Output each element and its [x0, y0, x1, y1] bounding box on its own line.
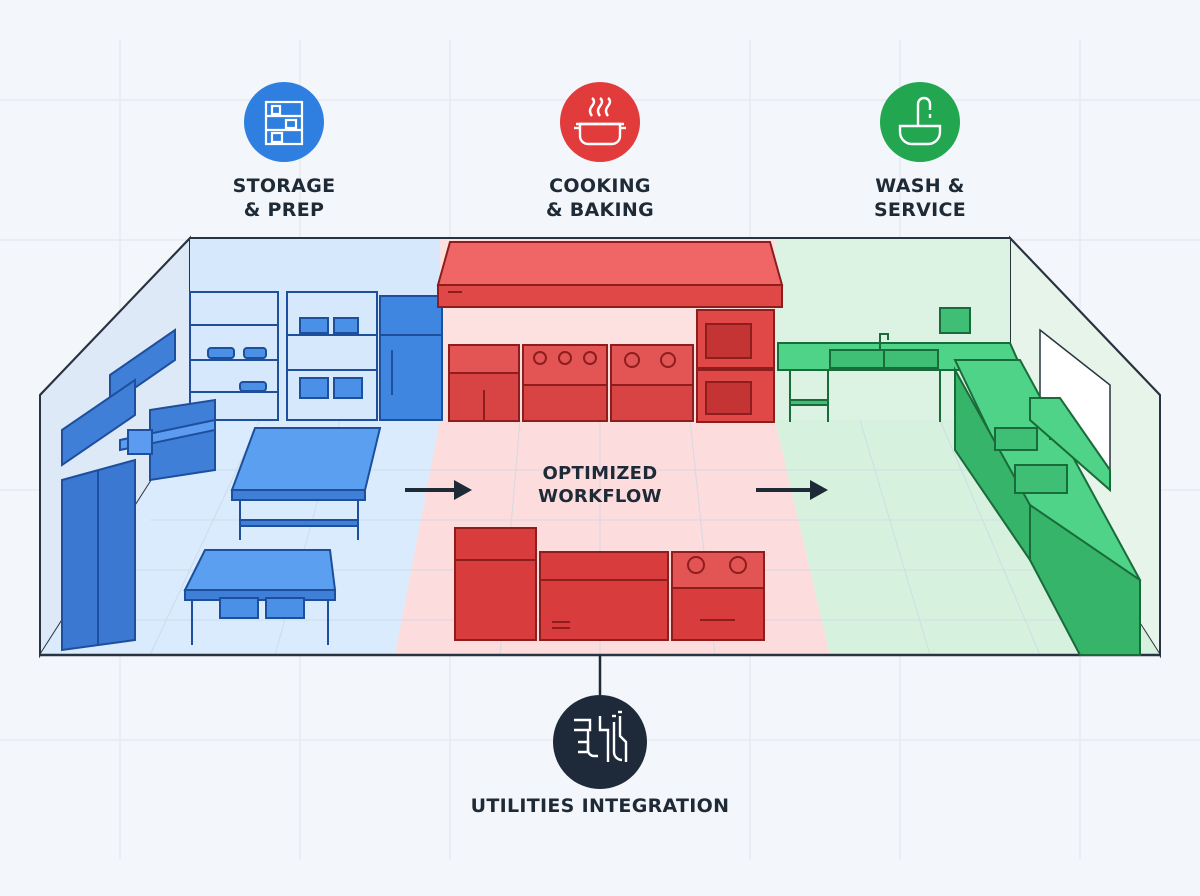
zone-label-cooking-line1: COOKING	[549, 175, 651, 197]
zone-label-storage: STORAGE & PREP	[184, 174, 384, 222]
utilities-label-text: UTILITIES INTEGRATION	[470, 795, 730, 817]
zone-label-wash-line1: WASH &	[875, 175, 965, 197]
utilities-label: UTILITIES INTEGRATION	[400, 794, 800, 818]
zone-label-storage-line1: STORAGE	[232, 175, 336, 197]
shelving-icon	[244, 82, 324, 162]
zone-label-cooking: COOKING & BAKING	[500, 174, 700, 222]
workflow-label: OPTIMIZED WORKFLOW	[505, 462, 695, 508]
cooking-equipment	[436, 241, 784, 641]
zone-label-wash: WASH & SERVICE	[820, 174, 1020, 222]
zone-label-cooking-line2: & BAKING	[545, 199, 655, 221]
storage-equipment	[61, 291, 443, 652]
zone-label-wash-line2: SERVICE	[873, 199, 967, 221]
sink-faucet-icon	[880, 82, 960, 162]
wash-equipment	[777, 307, 1142, 656]
workflow-arrows	[405, 480, 828, 500]
workflow-label-line1: OPTIMIZED	[542, 463, 658, 484]
workflow-label-line2: WORKFLOW	[538, 486, 662, 507]
cooking-pot-icon	[560, 82, 640, 162]
zone-label-storage-line2: & PREP	[243, 199, 325, 221]
pipes-wiring-icon	[553, 695, 647, 789]
